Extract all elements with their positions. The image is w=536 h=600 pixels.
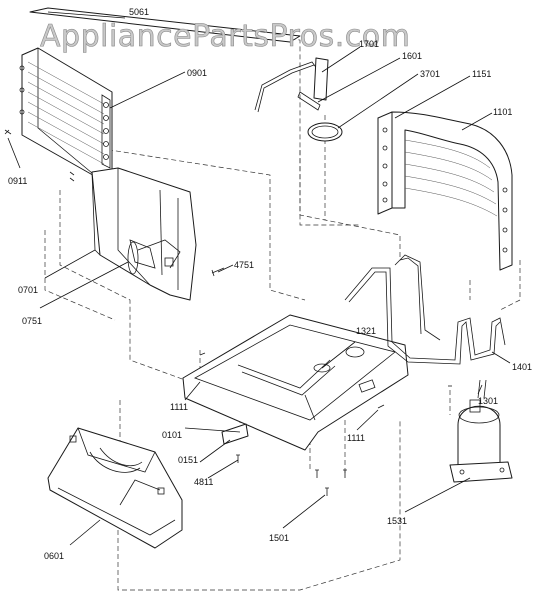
evaporator-coil-part: [377, 111, 513, 271]
callout-label: 0911: [8, 176, 27, 186]
top-rail-part: [29, 7, 301, 43]
callout-labels: 5061 0901 0911 0701 0751 4751 1701 1601 …: [8, 7, 532, 561]
callout-label: 4751: [234, 260, 254, 270]
callout-label: 0101: [162, 430, 182, 440]
condenser-coil-part: [19, 47, 113, 179]
callout-label: 1111: [170, 402, 188, 412]
callout-label: 1701: [359, 39, 379, 49]
callout-label: 1111: [347, 433, 365, 443]
fan-shroud-part: [91, 167, 197, 301]
bracket-0151-part: [221, 423, 249, 445]
chassis-front-part: [47, 427, 183, 549]
callout-label: 0151: [178, 455, 198, 465]
callout-label: 4811: [194, 477, 213, 487]
compressor-part: [449, 399, 513, 483]
coil-screws-part: [4, 129, 75, 182]
callout-label: 1401: [512, 362, 532, 372]
callout-label: 1321: [356, 326, 376, 336]
callout-label: 1501: [269, 533, 289, 543]
callout-label: 3701: [420, 69, 440, 79]
callout-label: 0601: [44, 551, 64, 561]
callout-label: 5061: [129, 7, 149, 17]
callout-label: 0901: [187, 68, 207, 78]
tubing-part: [344, 254, 506, 399]
callout-label: 0701: [18, 285, 38, 295]
orifice-part: [127, 241, 139, 275]
callout-label: 1301: [478, 396, 498, 406]
callout-label: 1531: [387, 516, 407, 526]
watermark-text: AppliancePartsPros.com: [40, 19, 410, 54]
tube-bracket-part: [254, 57, 329, 113]
base-screws-part: [199, 352, 452, 496]
callout-label: 0751: [22, 316, 42, 326]
callout-label: 1101: [493, 107, 512, 117]
callout-label: 1151: [472, 69, 491, 79]
callout-label: 1601: [402, 51, 422, 61]
gasket-ring-part: [307, 122, 343, 142]
screw-4751-part: [211, 267, 225, 277]
leader-lines: [7, 11, 511, 546]
